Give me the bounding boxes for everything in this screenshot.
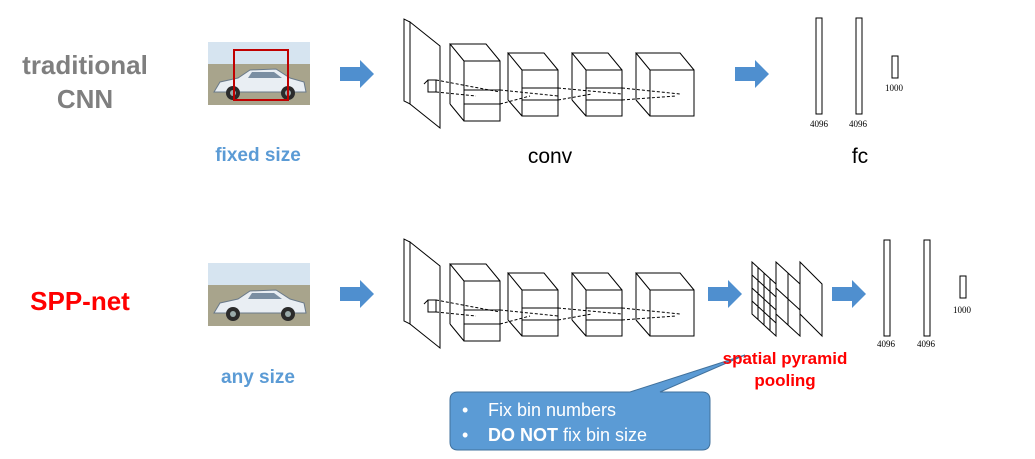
conv-label: conv (527, 145, 573, 168)
conv-layers-bottom (403, 238, 695, 349)
conv-layers-top (403, 18, 695, 129)
spp-label-line1: spatial pyramid (722, 349, 848, 368)
arrow-input-to-conv-top (340, 60, 374, 88)
crop-box (233, 49, 289, 101)
fc-dim-2-top: 4096 (849, 119, 868, 129)
fc-bar-1-bottom (883, 239, 891, 337)
callout-line1: • Fix bin numbers (462, 398, 647, 423)
fc-dim-2-bottom: 4096 (917, 339, 936, 349)
fc-label: fc (851, 145, 869, 168)
arrow-input-to-conv-bottom (340, 280, 374, 308)
fc-bar-3-top (891, 55, 899, 79)
callout-line2-bold: DO NOT (488, 425, 558, 445)
traditional-cnn-label: traditional CNN (5, 48, 165, 116)
fc-dim-3-top: 1000 (885, 83, 904, 93)
arrow-spp-to-fc (832, 280, 866, 308)
fc-dim-1-bottom: 4096 (877, 339, 896, 349)
spp-label-line2: pooling (754, 371, 816, 390)
fc-bar-2-bottom (923, 239, 931, 337)
input-image-any (208, 263, 310, 326)
traditional-label-line1: traditional (22, 50, 148, 80)
input-image-fixed (208, 42, 310, 105)
callout-line2: • DO NOT fix bin size (462, 423, 647, 448)
callout-text: • Fix bin numbers • DO NOT fix bin size (462, 398, 647, 448)
arrow-conv-to-spp (708, 280, 742, 308)
fc-bar-1-top (815, 17, 823, 115)
bullet-2: • (462, 425, 469, 445)
fc-dim-3-bottom: 1000 (953, 305, 972, 315)
any-size-label: any size (221, 367, 295, 388)
fc-bar-3-bottom (959, 275, 967, 299)
car-photo-any (208, 263, 310, 326)
callout-line1-text: Fix bin numbers (488, 400, 617, 420)
car-photo-fixed (208, 42, 310, 105)
spp-net-label: SPP-net (30, 286, 130, 316)
traditional-label-line2: CNN (56, 84, 114, 114)
callout-line2-rest: fix bin size (558, 425, 648, 445)
fc-dim-1-top: 4096 (810, 119, 829, 129)
fixed-size-label: fixed size (215, 145, 301, 166)
arrow-conv-to-fc-top (735, 60, 769, 88)
spp-grids (751, 260, 823, 338)
fc-bar-2-top (855, 17, 863, 115)
bullet-1: • (462, 400, 469, 420)
callout-bubble (449, 354, 746, 451)
spp-label: spatial pyramid pooling (700, 348, 870, 392)
